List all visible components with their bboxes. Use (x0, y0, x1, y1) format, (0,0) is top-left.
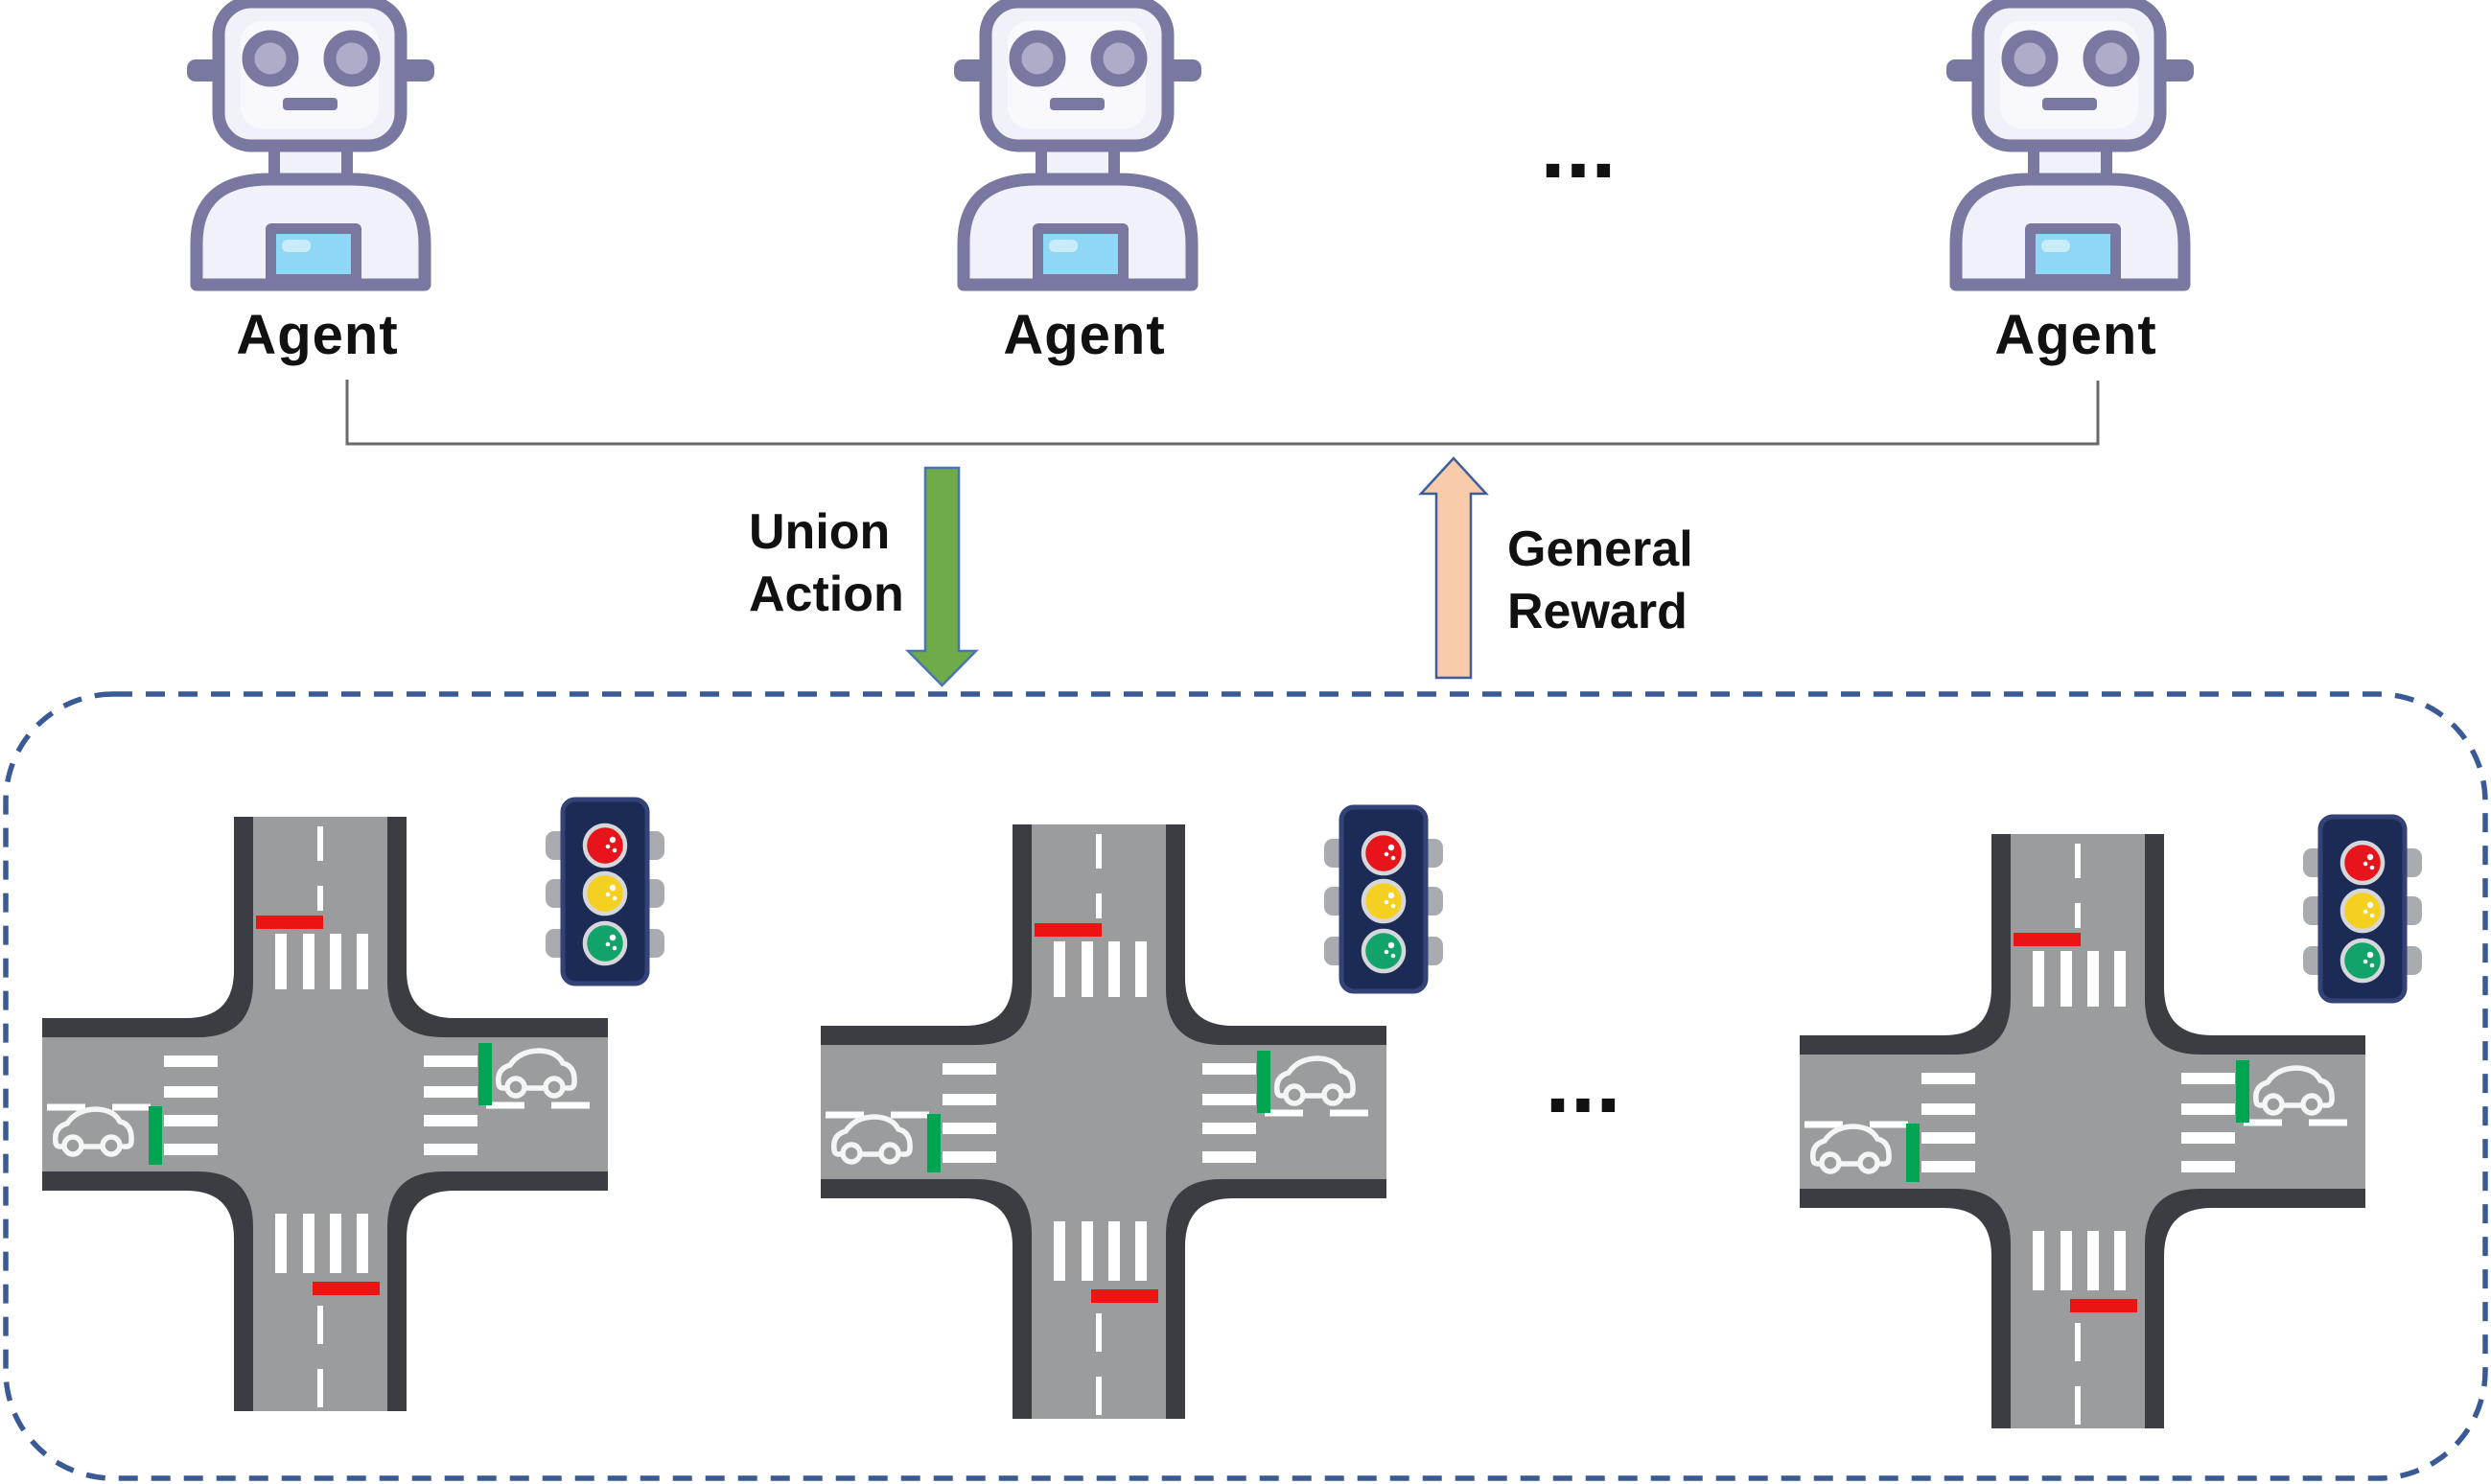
union-action-label-line2: Action (749, 567, 904, 622)
union-action-label-line1: Union (749, 504, 890, 560)
down-arrow-icon-union-action (905, 466, 979, 687)
robot-icon-agent-3 (1946, 2, 2194, 285)
agent-3-label: Agent (1994, 304, 2156, 366)
crossroad-icon-3 (1800, 817, 2422, 1428)
crossroad-icon-1 (42, 800, 664, 1411)
agents-bracket-line (345, 380, 2100, 446)
robot-icon-agent-2 (954, 2, 1201, 285)
general-reward-label-line2: Reward (1507, 584, 1688, 639)
agent-1-label: Agent (236, 304, 398, 366)
up-arrow-icon-general-reward (1418, 456, 1489, 680)
agents-ellipsis: ... (1540, 96, 1616, 197)
general-reward-label-line1: General (1507, 522, 1693, 577)
agent-2-label: Agent (1003, 304, 1165, 366)
robot-icon-agent-1 (187, 2, 434, 285)
environment-dashed-box (3, 691, 2488, 1481)
crossroad-icon-2 (821, 807, 1443, 1419)
environment-ellipsis: ... (1545, 1031, 1620, 1132)
